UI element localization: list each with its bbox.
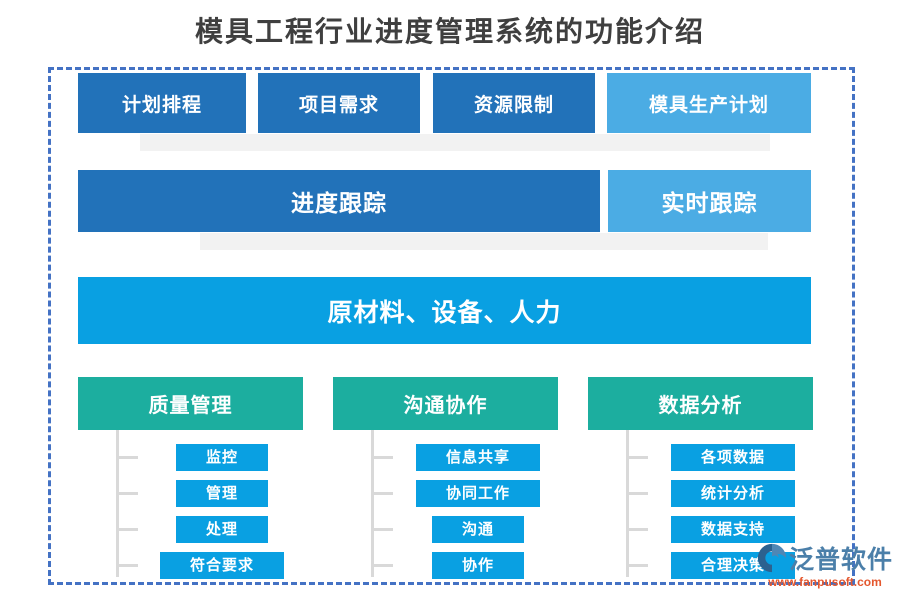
diagram-frame [48, 67, 855, 585]
sub-node-collaboration: 协作 [431, 552, 524, 579]
sub-node-reasonable-decision: 合理决策 [670, 552, 795, 579]
communication-collaboration-items: 信息共享 协同工作 沟通 协作 [378, 444, 578, 579]
connector-stub [119, 564, 138, 567]
fanpu-website-link[interactable]: www.fanpusoft.com [768, 575, 882, 589]
sub-node-handling: 处理 [175, 516, 268, 543]
node-project-requirements: 项目需求 [258, 73, 420, 133]
node-mold-production-plan: 模具生产计划 [607, 73, 811, 133]
sub-node-communication: 沟通 [431, 516, 524, 543]
node-plan-scheduling: 计划排程 [78, 73, 246, 133]
data-analysis-items: 各项数据 统计分析 数据支持 合理决策 [633, 444, 833, 579]
column-header-quality-management: 质量管理 [78, 377, 303, 430]
connector-stub [629, 528, 648, 531]
node-resources-banner: 原材料、设备、人力 [78, 277, 811, 344]
connector-stub [374, 564, 393, 567]
column-header-data-analysis: 数据分析 [588, 377, 813, 430]
sub-node-meet-requirements: 符合要求 [159, 552, 284, 579]
connector-line [371, 430, 374, 577]
sub-node-various-data: 各项数据 [670, 444, 795, 471]
sub-node-data-support: 数据支持 [670, 516, 795, 543]
connector-stub [629, 492, 648, 495]
sub-node-information-sharing: 信息共享 [415, 444, 540, 471]
fanpu-logo-icon [757, 543, 787, 573]
connector-stub [374, 492, 393, 495]
connector-stub [374, 528, 393, 531]
connector-stub [119, 528, 138, 531]
row1-shadow [140, 134, 770, 151]
connector-stub [119, 492, 138, 495]
connector-line [626, 430, 629, 577]
connector-stub [374, 456, 393, 459]
node-resource-constraints: 资源限制 [433, 73, 595, 133]
connector-stub [629, 564, 648, 567]
quality-management-items: 监控 管理 处理 符合要求 [122, 444, 322, 579]
page-title: 模具工程行业进度管理系统的功能介绍 [194, 17, 705, 48]
sub-node-monitoring: 监控 [175, 444, 268, 471]
row2-shadow [200, 233, 768, 250]
node-realtime-tracking: 实时跟踪 [608, 170, 811, 232]
column-header-communication-collaboration: 沟通协作 [333, 377, 558, 430]
sub-node-statistical-analysis: 统计分析 [670, 480, 795, 507]
fanpu-logo-name: 泛普软件 [788, 546, 893, 574]
node-progress-tracking: 进度跟踪 [78, 170, 600, 232]
connector-line [116, 430, 119, 577]
connector-stub [119, 456, 138, 459]
sub-node-collaborative-work: 协同工作 [415, 480, 540, 507]
sub-node-management: 管理 [175, 480, 268, 507]
fanpu-logo: 泛普软件 www.fanpusoft.com [755, 540, 895, 589]
connector-stub [629, 456, 648, 459]
